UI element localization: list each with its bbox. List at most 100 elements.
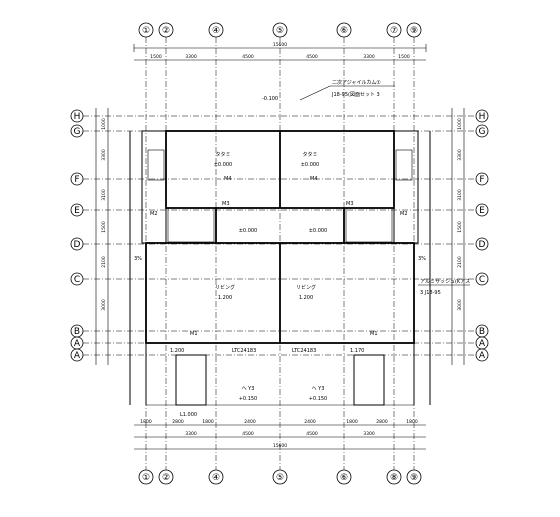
top-dim: 1500 <box>150 54 162 60</box>
axis-bubble <box>475 272 489 286</box>
m4-right: M4 <box>310 176 318 182</box>
bottom-axis-bubbles: ① ② ④ ⑤ ⑥ ⑧ ⑨ <box>138 469 422 485</box>
axis-label: A <box>74 351 81 361</box>
axis-bubble <box>475 172 489 186</box>
axis-bubble <box>475 237 489 251</box>
right-dim: 1000 <box>457 118 463 130</box>
stairs <box>147 149 413 243</box>
axis-label: A <box>479 351 486 361</box>
left-axis-bubbles: H G F E D C B A A <box>70 109 84 362</box>
stair-level: ±0.000 <box>239 228 258 234</box>
axis-label: ⑤ <box>276 26 284 36</box>
room-level: 1.200 <box>218 295 232 301</box>
top-axis-bubbles: ① ② ④ ⑤ ⑥ ⑦ ⑨ <box>138 22 422 38</box>
bottom-dim: 1800 <box>202 419 214 425</box>
callout-top-line1: 二次アジャイルカム① <box>332 79 381 86</box>
top-dim: 3300 <box>363 54 375 60</box>
room-level: ±0.000 <box>301 162 320 168</box>
bottom-mid-dim: 3300 <box>185 431 197 437</box>
m1-left: M1 <box>190 331 198 337</box>
left-dim: 3100 <box>101 189 107 201</box>
bottom-mid-dim: 4500 <box>306 431 318 437</box>
left-dimension-labels: 1000 3300 3100 1500 2100 3000 <box>101 118 107 311</box>
axis-bubble <box>475 348 489 362</box>
room-level: +0.150 <box>309 396 328 402</box>
left-dim: 2100 <box>101 256 107 268</box>
axis-label: F <box>74 175 79 185</box>
axis-label: D <box>74 240 81 250</box>
bottom-mid-dim: 4500 <box>242 431 254 437</box>
room-name: タタミ <box>215 151 230 158</box>
dimension-lines: 15600 1500 3300 4500 4500 3300 1500 1800… <box>95 42 465 450</box>
top-outer-dim: 15600 <box>273 42 287 48</box>
axis-label: ⑨ <box>410 26 418 36</box>
walls <box>129 130 431 406</box>
axis-label: E <box>74 206 80 216</box>
roof-tag: -0.100 <box>262 96 278 102</box>
bottom-dim: 2800 <box>376 419 388 425</box>
callout-right-line1: アルミサッシュ(Kアス <box>420 279 470 285</box>
room-labels: タタミ ±0.000 タタミ ±0.000 リビング 1.200 リビング 1.… <box>214 151 328 402</box>
axis-label: ① <box>142 26 150 36</box>
axis-label: H <box>74 112 81 122</box>
axis-label: ④ <box>212 473 220 483</box>
stair-level: ±0.000 <box>309 228 328 234</box>
left-dim: 3300 <box>101 149 107 161</box>
axis-label: ⑥ <box>340 473 348 483</box>
axis-label: G <box>74 127 81 137</box>
axis-label: B <box>479 327 485 337</box>
room-level: 1.200 <box>299 295 313 301</box>
axis-label: ⑤ <box>276 473 284 483</box>
axis-label: G <box>479 127 486 137</box>
slope-left: 3% <box>134 256 142 262</box>
room-name: リビング <box>215 284 235 291</box>
axis-label: ② <box>162 473 170 483</box>
axis-bubble <box>475 109 489 123</box>
m2-left: M2 <box>150 211 158 217</box>
axis-label: E <box>479 206 485 216</box>
room-name: ヘ Y3 <box>312 386 325 392</box>
top-dim: 3300 <box>185 54 197 60</box>
axis-label: ⑥ <box>340 26 348 36</box>
axis-bubble <box>475 124 489 138</box>
right-dim: 3100 <box>457 189 463 201</box>
bottom-dim: 1800 <box>140 419 152 425</box>
left-dim: 1500 <box>101 221 107 233</box>
callout-top-line2: J18-95(図面セット 3 <box>331 92 380 98</box>
door-left: 1.200 <box>170 348 184 354</box>
right-dim: 3300 <box>457 149 463 161</box>
axis-label: D <box>479 240 486 250</box>
m3-right: M3 <box>346 201 354 207</box>
bottom-outer-dim: 15600 <box>273 443 287 449</box>
bottom-dim: 2400 <box>244 419 256 425</box>
slope-right: 3% <box>418 256 426 262</box>
bottom-mid-dim: 3300 <box>363 431 375 437</box>
axis-label: C <box>479 275 485 285</box>
bottom-tag: L1.000 <box>180 412 197 418</box>
axis-label: F <box>479 175 484 185</box>
room-level: ±0.000 <box>214 162 233 168</box>
room-level: +0.150 <box>239 396 258 402</box>
axis-label: ⑦ <box>390 26 398 36</box>
right-dim: 3000 <box>457 299 463 311</box>
axis-bubble <box>475 203 489 217</box>
axis-label: ⑧ <box>390 473 398 483</box>
m1-right: M1 <box>370 331 378 337</box>
beam-right: LTC24183 <box>292 348 316 354</box>
callouts: 二次アジャイルカム① J18-95(図面セット 3 アルミサッシュ(Kアス 3 … <box>299 79 470 296</box>
right-dim: 2100 <box>457 256 463 268</box>
right-dimension-labels: 1000 3300 3100 1500 2100 3000 <box>457 118 463 311</box>
m2-right: M2 <box>400 211 408 217</box>
top-dim: 4500 <box>306 54 318 60</box>
right-dim: 1500 <box>457 221 463 233</box>
axis-label: A <box>74 339 81 349</box>
left-dim: 3000 <box>101 299 107 311</box>
axis-label: A <box>479 339 486 349</box>
top-dim: 1500 <box>398 54 410 60</box>
room-name: ヘ Y3 <box>242 386 255 392</box>
tags: -0.100 M1 M1 M2 M2 M3 M3 M4 M4 LTC24183 … <box>134 96 426 418</box>
callout-right-line2: 3 J18-95 <box>420 290 441 296</box>
axis-label: ① <box>142 473 150 483</box>
axis-label: ② <box>162 26 170 36</box>
